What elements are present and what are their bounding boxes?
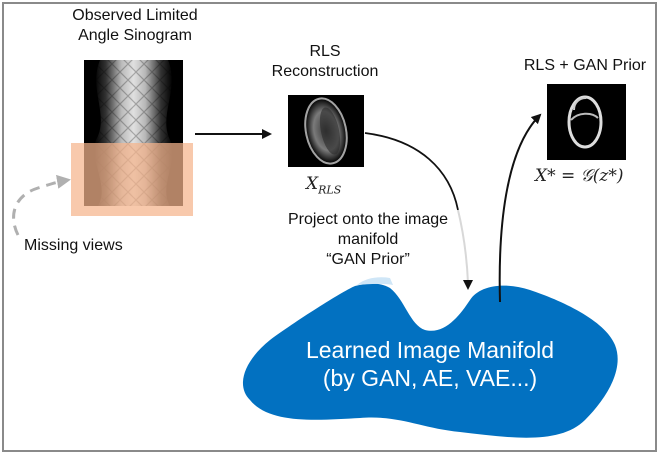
sinogram-title-line2: Angle Sinogram	[78, 27, 192, 44]
project-arrowhead	[463, 280, 473, 290]
gan-result-image	[547, 84, 626, 160]
rls-title: RLS Reconstruction	[245, 42, 405, 82]
rls-math-sub: RLS	[318, 183, 342, 197]
missing-views-dashed-arrow	[12, 174, 71, 236]
gan-result-math: X* = 𝒢(z*)	[535, 166, 624, 186]
manifold-highlight	[357, 277, 393, 285]
sinogram-title: Observed Limited Angle Sinogram	[40, 6, 230, 46]
project-arrow-gray	[457, 209, 469, 284]
manifold-label: Learned Image Manifold (by GAN, AE, VAE.…	[270, 336, 590, 392]
diagram-frame	[2, 2, 657, 452]
manifold-line2: (by GAN, AE, VAE...)	[322, 365, 538, 391]
missing-views-label: Missing views	[24, 237, 123, 254]
project-arrow-black	[364, 132, 459, 211]
projection-line2: manifold	[337, 231, 399, 248]
projection-label: Project onto the image manifold “GAN Pri…	[243, 210, 493, 270]
manifold-to-gan-arrow	[498, 113, 542, 303]
manifold-blob	[242, 283, 618, 438]
rls-title-line1: RLS	[309, 43, 341, 60]
rls-math-label: XRLS	[306, 174, 341, 196]
rls-math-var: X	[306, 174, 319, 194]
manifold-line1: Learned Image Manifold	[305, 337, 555, 363]
rls-title-line2: Reconstruction	[271, 63, 379, 80]
projection-line1: Project onto the image	[287, 211, 449, 228]
missing-views-overlay	[71, 143, 193, 216]
sinogram-title-line1: Observed Limited	[72, 7, 198, 24]
gan-result-title: RLS + GAN Prior	[523, 57, 647, 74]
rls-reconstruction-image	[288, 95, 364, 167]
projection-line3: “GAN Prior”	[326, 251, 410, 268]
